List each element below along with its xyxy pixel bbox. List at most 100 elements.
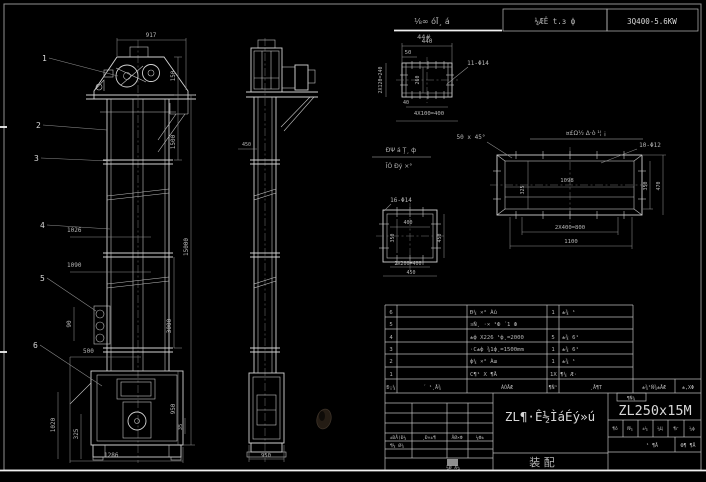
boot-section xyxy=(69,370,184,461)
detail-inlet-frame: 1098 325 2X400=800 1100 350 470 10-Φ12 ¤… xyxy=(457,130,666,249)
callout-4: 4 xyxy=(40,221,45,230)
approval-cells: ¶ô Ñ¼ ±¼ ¼Ц ¶г ¼ф xyxy=(612,425,695,432)
inlet-dimensions: 1098 325 2X400=800 1100 350 470 10-Φ12 ¤… xyxy=(457,130,666,249)
front-view-dimensions: 917 150 1500 3000 950 35 15000 1026 1090… xyxy=(50,32,195,463)
dim-950: 950 xyxy=(170,403,177,414)
bom-col-right2: ±,XΦ xyxy=(682,385,694,391)
rev-cell: ¼Ф± xyxy=(476,435,485,441)
scale-note-bottom: 44# xyxy=(417,33,431,41)
dim-40: 40 xyxy=(403,100,409,106)
dim-500: 500 xyxy=(83,348,94,355)
bom-col-code: ´ ¹¸Å¾ xyxy=(423,384,441,391)
bom-no: 6 xyxy=(389,310,392,316)
side-flange-joints xyxy=(250,159,280,353)
drawing-type-label: 装 配 xyxy=(529,456,555,469)
bom-desc: C¶¹ X ¶Å xyxy=(470,371,498,378)
dim-4x100: 4X100=400 xyxy=(414,111,444,117)
bom-desc: ¤Ñ¸ ·× ¹Ф ´1 Ф xyxy=(470,321,518,328)
bom-table: 6 Ð¼ ×° Àû 1 ±¾ ¹ 5 ¤Ñ¸ ·× ¹Ф ´1 Ф 4 ±ф … xyxy=(384,304,701,470)
dim-350: 350 xyxy=(643,181,649,190)
side-view: 450 950 xyxy=(238,38,332,462)
title-block: ±ĐÅ(Đ¼ ¸Đ×±¶ ÅØ×Ф ¼Ф± ¶¼ Ø¾ ¼Ø Æ¼ ZL¶·Ê½… xyxy=(385,392,701,471)
dim-450-bottom: 450 xyxy=(406,270,415,276)
stamp-box xyxy=(447,459,458,466)
bom-col-no: Đ¡¼ xyxy=(386,385,395,391)
pages-b: Ф¶ ¶Å xyxy=(680,442,695,449)
callout-1: 1 xyxy=(42,54,47,63)
callout-2: 2 xyxy=(36,121,41,130)
bom-col-mat: ¸Å¶Т xyxy=(590,384,602,391)
callout-6: 6 xyxy=(33,341,38,350)
approval-cell: Ñ¼ xyxy=(627,425,633,432)
bom-no: 1 xyxy=(389,372,392,378)
rotate-note: ÐΨ á Ţ¸ ф ĪÓ Đý ×° xyxy=(372,147,431,170)
hole-label-16: 16-Φ14 xyxy=(390,197,412,204)
hole-label-10: 10-Φ12 xyxy=(639,142,661,149)
dim-3000: 3000 xyxy=(166,318,173,333)
dim-50: 50 xyxy=(405,50,412,56)
dim-150: 150 xyxy=(170,70,177,81)
detail-flange-plate: 440 50 2X120=240 260 4X100=400 40 11-Φ14 xyxy=(378,38,489,122)
side-boot xyxy=(246,372,287,458)
dim-950-side: 950 xyxy=(261,453,271,459)
bom-mat: ±¾ 6¹ xyxy=(562,346,579,353)
dim-350b: 350 xyxy=(390,233,396,242)
dim-15000: 15000 xyxy=(183,238,190,256)
header-cell-1: ¼ÆÊ t.з ф xyxy=(535,17,576,26)
bolt-ticks xyxy=(400,61,454,99)
bom-qty: 1 xyxy=(551,347,554,353)
flange-dimensions: 440 50 2X120=240 260 4X100=400 40 11-Φ14 xyxy=(378,38,489,122)
dim-90: 90 xyxy=(66,320,73,328)
bom-mat: ±¾ 6¹ xyxy=(562,334,579,341)
ladder-bracket xyxy=(93,305,111,345)
dim-450-side: 450 xyxy=(242,142,251,148)
bom-qty: 1X ¶¼ Æ· xyxy=(550,372,577,378)
callout-3: 3 xyxy=(34,154,39,163)
dim-325b: 325 xyxy=(520,185,526,194)
inlet-bolt-ticks xyxy=(493,151,646,219)
detail-square-flange: 400 350 2X200=400 450 450 16-Φ14 xyxy=(376,197,445,277)
inlet-note: ¤£Ω½ Δ·ò ¹¦ ¡ xyxy=(566,130,606,137)
bom-desc: Ð¼ ×° Àû xyxy=(470,309,497,316)
bom-no: 5 xyxy=(389,322,392,328)
callout-5: 5 xyxy=(40,274,45,283)
dim-1100: 1100 xyxy=(564,239,577,245)
dim-1026: 1026 xyxy=(67,227,82,234)
approval-cell: ¼Ц xyxy=(657,426,663,432)
approval-cell: ¶ô xyxy=(612,425,618,432)
stamp-label: ¼Ø Æ¼ xyxy=(446,464,460,471)
dim-400: 400 xyxy=(403,220,412,226)
rotate-note-top: ÐΨ á Ţ¸ ф xyxy=(386,147,417,154)
front-view-callouts: 1 2 3 4 5 6 xyxy=(33,54,119,387)
bom-header: Đ¡¼ ´ ¹¸Å¾ ÀÓÅÆ ¶Ñ¹ ¸Å¶Т ±¾¹Ñ¾±ÅÆ ±,XΦ xyxy=(386,384,694,391)
drawing-title: ZL¶·Ê½ÌáÉý»ú xyxy=(505,409,595,424)
pages-a: ¹ ¶Å xyxy=(646,442,658,449)
dim-440: 440 xyxy=(422,38,433,45)
dim-1020: 1020 xyxy=(50,417,57,432)
rev-cell: ÅØ×Ф xyxy=(451,434,462,441)
square-bolt-ticks xyxy=(379,207,441,265)
dim-450-right: 450 xyxy=(437,233,443,242)
model-sub-label: ¶Ñ¼ xyxy=(627,395,636,402)
side-base-dimension: 950 xyxy=(248,445,285,462)
square-dimensions: 400 350 2X200=400 450 450 16-Φ14 xyxy=(383,197,445,277)
revision-row: ±ĐÅ(Đ¼ ¸Đ×±¶ ÅØ×Ф ¼Ф± ¶¼ Ø¾ xyxy=(390,434,485,449)
bom-rows: 6 Ð¼ ×° Àû 1 ±¾ ¹ 5 ¤Ñ¸ ·× ¹Ф ´1 Ф 4 ±ф … xyxy=(389,309,579,378)
header-cell-2: 3Q400-5.6KW xyxy=(627,17,677,26)
bom-no: 2 xyxy=(389,359,392,365)
smudge-blob xyxy=(316,408,332,430)
bom-col-name: ÀÓÅÆ xyxy=(501,384,513,391)
bom-qty: 5 xyxy=(551,335,554,341)
flange-joints xyxy=(103,159,173,353)
motor-assembly xyxy=(281,64,316,91)
hole-label-11: 11-Φ14 xyxy=(467,60,489,67)
dim-1098: 1098 xyxy=(560,178,574,184)
dim-917: 917 xyxy=(146,32,157,39)
sheet-frame xyxy=(0,3,706,472)
bom-qty: 1 xyxy=(551,359,554,365)
bom-no: 4 xyxy=(389,335,393,341)
dim-35: 35 xyxy=(178,424,184,431)
bom-mat: ±¾ ¹ xyxy=(562,358,575,365)
